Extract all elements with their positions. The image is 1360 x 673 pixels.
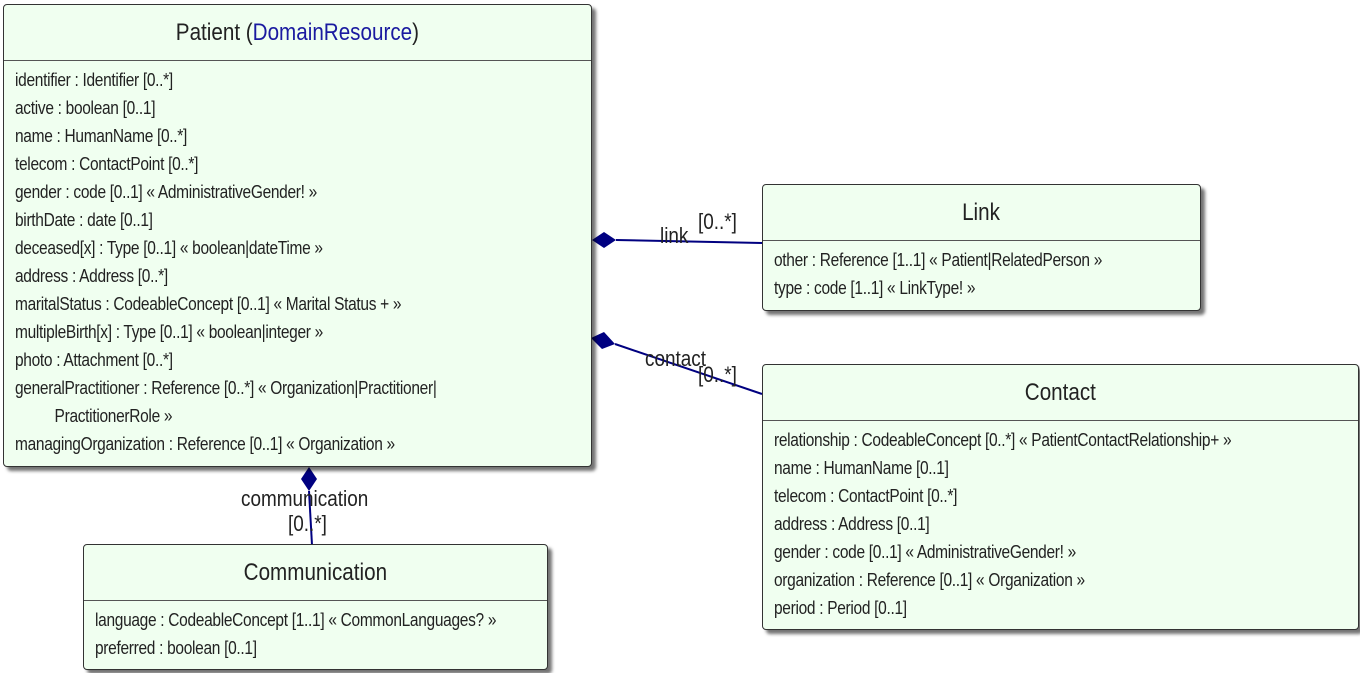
contact-class-name: Contact — [1024, 379, 1097, 406]
contact-class[interactable]: Contact relationship : CodeableConcept [… — [762, 364, 1359, 630]
contact-attribute[interactable]: relationship : CodeableConcept [0..*] « … — [774, 430, 1232, 450]
patient-class[interactable]: Patient (DomainResource) identifier : Id… — [3, 4, 592, 467]
communication-class[interactable]: Communication language : CodeableConcept… — [83, 544, 548, 670]
patient-attribute[interactable]: active : boolean [0..1] — [15, 98, 156, 118]
patient-attribute[interactable]: managingOrganization : Reference [0..1] … — [15, 434, 395, 454]
contact-attribute[interactable]: period : Period [0..1] — [774, 598, 907, 618]
patient-class-name: Patient — [175, 19, 241, 46]
contact-attribute[interactable]: telecom : ContactPoint [0..*] — [774, 486, 958, 506]
link-class-title: Link — [763, 185, 1200, 241]
patient-attribute[interactable]: generalPractitioner : Reference [0..*] «… — [15, 378, 437, 398]
patient-attribute[interactable]: deceased[x] : Type [0..1] « boolean|date… — [15, 238, 323, 258]
link-attribute[interactable]: type : code [1..1] « LinkType! » — [774, 278, 976, 298]
contact-attribute[interactable]: gender : code [0..1] « AdministrativeGen… — [774, 542, 1076, 562]
link-cardinality-label: [0..*] — [698, 209, 737, 234]
patient-attribute[interactable]: gender : code [0..1] « AdministrativeGen… — [15, 182, 317, 202]
patient-attribute[interactable]: identifier : Identifier [0..*] — [15, 70, 173, 90]
parent-class-link[interactable]: DomainResource — [252, 19, 413, 46]
patient-class-title: Patient (DomainResource) — [4, 5, 591, 61]
link-role-label: link — [660, 223, 689, 248]
communication-cardinality-label: [0..*] — [288, 511, 327, 536]
communication-role-label: communication — [241, 486, 369, 511]
link-composition-diamond — [592, 232, 616, 248]
patient-attribute[interactable]: multipleBirth[x] : Type [0..1] « boolean… — [15, 322, 323, 342]
contact-attribute[interactable]: address : Address [0..1] — [774, 514, 930, 534]
communication-attribute[interactable]: language : CodeableConcept [1..1] « Comm… — [95, 610, 497, 630]
contact-attribute-list: relationship : CodeableConcept [0..*] « … — [763, 421, 1358, 622]
patient-attribute[interactable]: telecom : ContactPoint [0..*] — [15, 154, 199, 174]
patient-attribute-list: identifier : Identifier [0..*] active : … — [4, 61, 591, 458]
contact-composition-diamond — [591, 332, 615, 349]
communication-class-name: Communication — [243, 559, 388, 586]
communication-attribute-list: language : CodeableConcept [1..1] « Comm… — [84, 601, 547, 662]
contact-attribute[interactable]: name : HumanName [0..1] — [774, 458, 949, 478]
link-class[interactable]: Link other : Reference [1..1] « Patient|… — [762, 184, 1201, 311]
link-attribute-list: other : Reference [1..1] « Patient|Relat… — [763, 241, 1200, 302]
contact-attribute[interactable]: organization : Reference [0..1] « Organi… — [774, 570, 1085, 590]
patient-attribute[interactable]: address : Address [0..*] — [15, 266, 168, 286]
link-attribute[interactable]: other : Reference [1..1] « Patient|Relat… — [774, 250, 1103, 270]
patient-attribute[interactable]: birthDate : date [0..1] — [15, 210, 153, 230]
contact-cardinality-label: [0..*] — [698, 362, 737, 387]
patient-attribute[interactable]: photo : Attachment [0..*] — [15, 350, 173, 370]
link-class-name: Link — [962, 199, 1001, 226]
contact-role-label: contact — [645, 346, 707, 371]
communication-class-title: Communication — [84, 545, 547, 601]
link-connector-line — [615, 239, 763, 244]
communication-attribute[interactable]: preferred : boolean [0..1] — [95, 638, 257, 658]
patient-attribute[interactable]: maritalStatus : CodeableConcept [0..1] «… — [15, 294, 402, 314]
contact-class-title: Contact — [763, 365, 1358, 421]
patient-attribute-continuation[interactable]: PractitionerRole » — [54, 406, 173, 426]
patient-attribute[interactable]: name : HumanName [0..*] — [15, 126, 188, 146]
